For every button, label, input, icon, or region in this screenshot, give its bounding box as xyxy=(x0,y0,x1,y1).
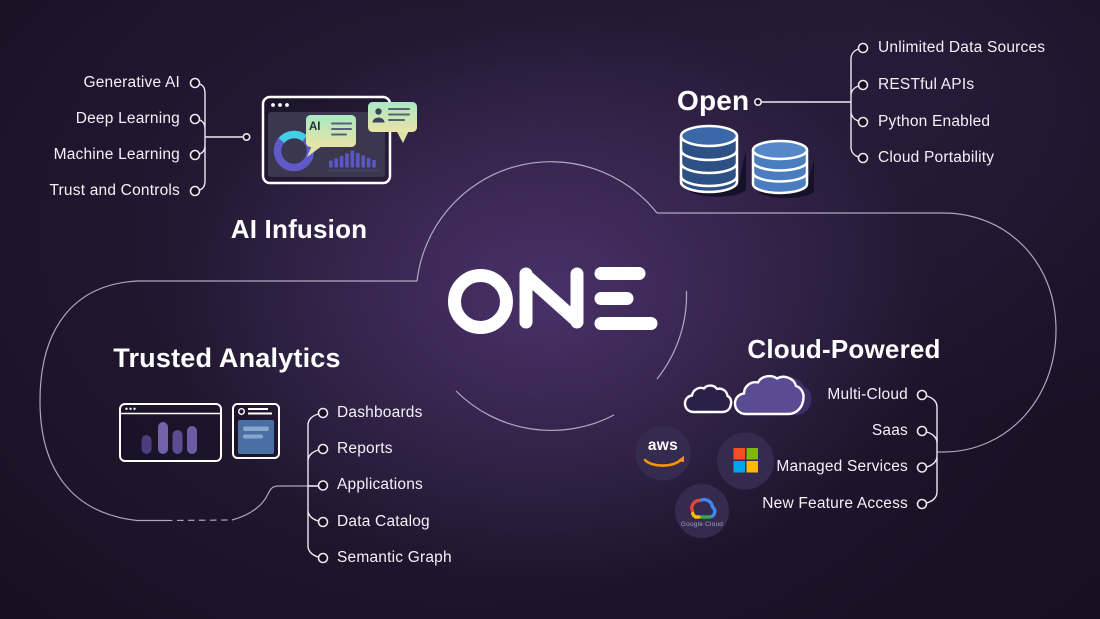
window-dots-icon xyxy=(125,407,136,410)
node-dashboards xyxy=(317,407,329,419)
list-item-semantic-graph: Semantic Graph xyxy=(337,549,452,566)
node-semantic-graph xyxy=(317,552,329,564)
browser-bar-chart-icon xyxy=(119,403,222,462)
tablet-header-lines xyxy=(248,408,272,415)
outline-center-circle-arc xyxy=(416,161,658,282)
node-ai-junction xyxy=(242,133,251,142)
database-cylinder-light-icon xyxy=(751,139,809,195)
section-title-ai-infusion: AI Infusion xyxy=(230,214,368,244)
list-item-cloud-portability: Cloud Portability xyxy=(878,149,995,166)
list-item-machine-learning: Machine Learning xyxy=(53,146,180,163)
cloud-icon-small xyxy=(683,384,733,414)
node-restful-apis xyxy=(857,79,869,91)
cloud-powered-illustration xyxy=(635,374,812,538)
ai-infusion-bracket xyxy=(199,83,243,191)
database-cylinder-dark-icon xyxy=(679,124,739,194)
bar-chart-icon xyxy=(329,150,376,168)
list-item-dashboards: Dashboards xyxy=(337,404,423,421)
section-title-open: Open xyxy=(677,85,750,116)
aws-logo-label: aws xyxy=(647,437,679,454)
node-data-catalog xyxy=(317,516,329,528)
node-applications xyxy=(317,480,329,491)
cloud-powered-bracket xyxy=(926,395,938,504)
tablet-avatar-circle xyxy=(237,408,245,416)
open-bracket xyxy=(761,48,859,158)
aws-arrow-tip xyxy=(678,455,684,462)
node-machine-learning xyxy=(189,149,201,161)
google-cloud-logo-label: Google Cloud xyxy=(680,521,724,528)
list-item-data-catalog: Data Catalog xyxy=(337,513,430,530)
list-item-python-enabled: Python Enabled xyxy=(878,113,991,130)
database-shadow xyxy=(688,150,746,197)
microsoft-logo-icon xyxy=(717,432,774,490)
cloud-icon-large xyxy=(733,374,805,416)
trusted-analytics-bracket xyxy=(307,413,319,558)
node-cloud-portability xyxy=(857,152,869,164)
list-item-applications: Applications xyxy=(337,476,423,493)
section-title-cloud-powered: Cloud-Powered xyxy=(747,334,941,364)
person-chat-bubble-tail xyxy=(396,130,409,143)
ai-chat-bubble-tail xyxy=(307,145,322,157)
outline-circle-arc-bottom xyxy=(455,390,615,432)
ai-chat-chip-label: AI xyxy=(309,121,321,133)
outline-circle-arc-right xyxy=(656,290,688,380)
section-title-trusted-analytics: Trusted Analytics xyxy=(113,343,341,373)
donut-chart-teal-arc xyxy=(278,130,308,144)
person-chat-bubble-icon xyxy=(368,102,417,132)
list-item-deep-learning: Deep Learning xyxy=(75,110,180,127)
one-logo-e xyxy=(594,267,658,330)
open-databases-illustration xyxy=(679,124,814,198)
list-item-saas: Saas xyxy=(871,422,908,439)
node-python-enabled xyxy=(857,116,869,128)
outline-dash-to-bracket xyxy=(231,485,319,521)
tablet-content-line xyxy=(243,434,263,439)
list-item-managed-services: Managed Services xyxy=(776,458,908,475)
outline-right-loop xyxy=(657,212,1057,453)
outline-left-loop xyxy=(39,280,417,522)
connector-nodes xyxy=(189,42,928,564)
aws-logo-icon xyxy=(635,425,691,481)
one-logo-n xyxy=(519,267,584,329)
outline-dashed-segment xyxy=(165,519,233,522)
trusted-analytics-illustration xyxy=(119,403,280,462)
cloud-outline-lines xyxy=(39,161,1057,522)
node-trust-and-controls xyxy=(189,185,201,197)
ai-dashboard-illustration xyxy=(261,95,417,185)
window-dots-icon xyxy=(271,103,289,107)
node-saas xyxy=(916,425,928,437)
list-item-trust-and-controls: Trust and Controls xyxy=(49,182,180,199)
list-item-reports: Reports xyxy=(337,440,393,457)
list-item-multi-cloud: Multi-Cloud xyxy=(827,386,908,403)
list-item-generative-ai: Generative AI xyxy=(83,74,180,91)
node-unlimited-data-sources xyxy=(857,42,869,54)
one-logo xyxy=(448,267,658,334)
node-open xyxy=(753,98,762,107)
node-deep-learning xyxy=(189,113,201,125)
node-generative-ai xyxy=(189,77,201,89)
node-managed-services xyxy=(916,462,928,473)
connector-brackets xyxy=(199,48,938,558)
google-cloud-glyph xyxy=(690,497,717,519)
node-multi-cloud xyxy=(916,389,928,401)
one-logo-o xyxy=(448,269,513,334)
node-reports xyxy=(317,443,329,455)
list-item-new-feature-access: New Feature Access xyxy=(762,495,908,512)
person-icon xyxy=(372,108,385,123)
list-item-restful-apis: RESTful APIs xyxy=(878,76,975,93)
person-chat-bubble-lines xyxy=(388,108,410,121)
tablet-content-line xyxy=(243,426,269,431)
analytics-bars xyxy=(141,422,197,454)
node-new-feature-access xyxy=(916,498,928,510)
google-cloud-logo-icon xyxy=(675,484,729,538)
list-item-unlimited-data-sources: Unlimited Data Sources xyxy=(878,39,1046,56)
microsoft-squares xyxy=(733,448,758,473)
ai-chat-bubble-lines xyxy=(331,122,352,136)
